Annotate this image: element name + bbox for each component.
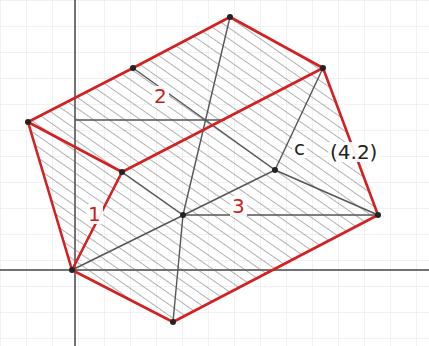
- coordinate-label: (4.2): [328, 142, 379, 162]
- vertex-dots: [25, 14, 381, 325]
- face-number: 3: [230, 196, 247, 216]
- face-number: 2: [152, 86, 169, 106]
- hatching: [28, 17, 378, 322]
- face-number: 1: [86, 204, 103, 224]
- point-label: c: [292, 138, 307, 158]
- cube-outline: [28, 17, 378, 322]
